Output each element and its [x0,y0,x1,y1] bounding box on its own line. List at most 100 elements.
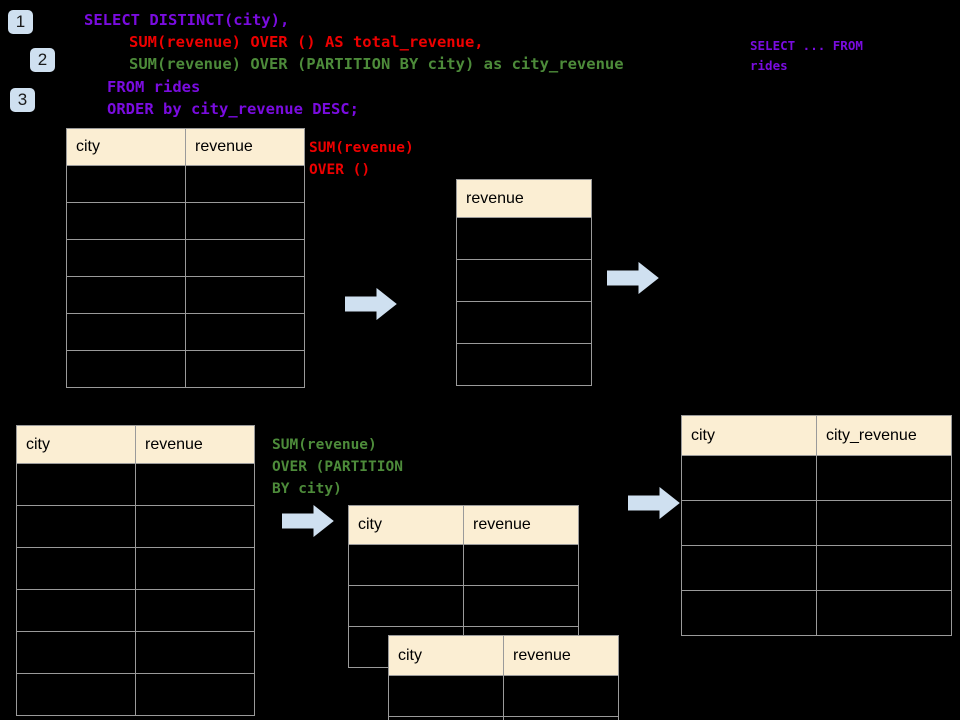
sql-side-note-line-1: SELECT ... FROM [750,38,863,53]
step-badge-1: 1 [8,10,33,34]
source-table-bottom: city revenue [16,425,255,716]
table-header-row: city revenue [16,425,255,464]
cell-city [66,313,186,351]
arrow-partition-to-result [628,487,680,519]
cell-city-revenue [816,455,952,501]
table-header-row: city revenue [348,505,579,545]
cell-revenue [463,544,579,586]
sql-line-from-rides: FROM rides [107,78,201,96]
cell-revenue [185,165,305,203]
total-revenue-table: revenue [456,179,592,386]
cell-city [16,589,136,632]
table-row [456,343,592,386]
arrow-total-to-result [607,262,659,294]
cell-revenue [185,276,305,314]
cell-city [66,350,186,388]
cell-revenue [185,239,305,277]
column-header-city: city [388,635,504,676]
cell-city [388,716,504,720]
cell-city [348,585,464,627]
table-row [66,239,305,277]
sql-side-note-line-2: rides [750,58,788,73]
column-header-city: city [681,415,817,456]
arrow-source-to-partition [282,505,334,537]
table-row [456,217,592,260]
cell-city [681,590,817,636]
column-header-city: city [348,505,464,545]
table-row [16,631,255,674]
cell-revenue [456,343,592,386]
cell-revenue [463,585,579,627]
table-row [66,202,305,240]
table-row [16,505,255,548]
cell-revenue [185,313,305,351]
table-row [348,544,579,586]
annotation-city-revenue: SUM(revenue) OVER (PARTITION BY city) [272,437,403,497]
sql-line-select-distinct: SELECT DISTINCT(city), [84,11,290,29]
table-header-row: revenue [456,179,592,218]
table-row [456,259,592,302]
table-row [681,500,952,546]
column-header-city: city [16,425,136,464]
column-header-city-revenue: city_revenue [816,415,952,456]
cell-city [16,505,136,548]
arrow-source-to-total [345,288,397,320]
cell-city [348,544,464,586]
cell-revenue [456,259,592,302]
cell-city [681,455,817,501]
cell-city [681,500,817,546]
column-header-revenue: revenue [185,128,305,166]
column-header-revenue: revenue [503,635,619,676]
table-row [66,276,305,314]
result-table: city city_revenue [681,415,952,636]
cell-city [388,675,504,717]
cell-city-revenue [816,590,952,636]
table-row [681,455,952,501]
cell-city [66,202,186,240]
table-row [66,313,305,351]
cell-city [16,463,136,506]
cell-city-revenue [816,545,952,591]
table-header-row: city revenue [388,635,619,676]
cell-revenue [135,631,255,674]
cell-revenue [135,547,255,590]
cell-revenue [456,217,592,260]
partition-table-front: city revenue [388,635,619,720]
cell-revenue [185,350,305,388]
column-header-revenue: revenue [463,505,579,545]
cell-city [66,239,186,277]
cell-city-revenue [816,500,952,546]
cell-revenue [135,505,255,548]
step-badge-2: 2 [30,48,55,72]
table-row [681,545,952,591]
sql-line-total-revenue: SUM(revenue) OVER () AS total_revenue, [129,33,484,51]
cell-revenue [503,716,619,720]
table-row [388,675,619,717]
step-badge-3: 3 [10,88,35,112]
source-table-top: city revenue [66,128,305,388]
cell-revenue [135,463,255,506]
column-header-city: city [66,128,186,166]
cell-revenue [456,301,592,344]
cell-revenue [135,673,255,716]
annotation-total-revenue: SUM(revenue) OVER () [309,140,414,178]
table-row [681,590,952,636]
table-row [66,165,305,203]
cell-revenue [185,202,305,240]
cell-city [66,165,186,203]
table-row [388,716,619,720]
table-row [348,585,579,627]
table-row [16,589,255,632]
cell-city [16,631,136,674]
column-header-revenue: revenue [135,425,255,464]
cell-revenue [135,589,255,632]
cell-city [16,547,136,590]
column-header-revenue: revenue [456,179,592,218]
cell-city [681,545,817,591]
table-row [66,350,305,388]
cell-city [66,276,186,314]
cell-city [16,673,136,716]
sql-line-city-revenue: SUM(revenue) OVER (PARTITION BY city) as… [129,55,624,73]
sql-line-order-by: ORDER by city_revenue DESC; [107,100,359,118]
